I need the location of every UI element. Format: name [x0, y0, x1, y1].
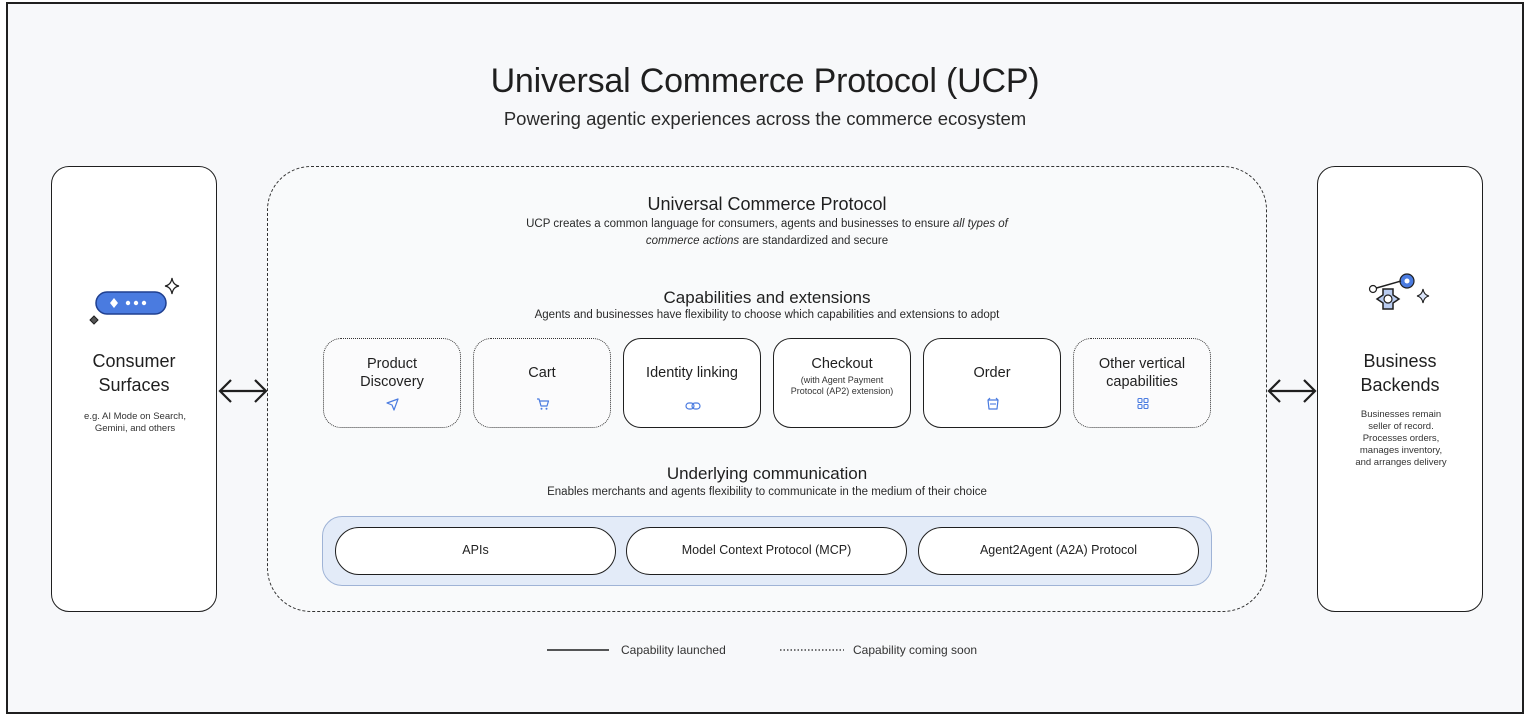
- capability-cart: Cart: [473, 338, 611, 428]
- capability-note-line: Protocol (AP2) extension): [790, 386, 894, 396]
- chat-bubble-sparkle-icon: [89, 277, 180, 325]
- business-desc-line: Businesses remain: [1360, 409, 1442, 420]
- consumer-title-line2: Surfaces: [98, 375, 170, 395]
- communication-title: Underlying communication: [666, 464, 868, 483]
- order-icon: [987, 397, 999, 410]
- capability-identity-linking: Identity linking: [623, 338, 761, 428]
- capability-label-line1: Product: [367, 356, 417, 372]
- page-subtitle: Powering agentic experiences across the …: [503, 108, 1027, 129]
- capability-label-line1: Checkout: [811, 356, 873, 372]
- communication-desc: Enables merchants and agents flexibility…: [547, 486, 987, 498]
- capability-label-line1: Identity linking: [646, 365, 738, 381]
- communication-apis: APIs: [335, 527, 616, 575]
- business-desc-line: Processes orders,: [1362, 433, 1440, 444]
- capability-other-vertical: Other vertical capabilities: [1073, 338, 1211, 428]
- capability-label-line1: Order: [973, 365, 1011, 381]
- legend-solid-line: [547, 649, 609, 651]
- business-desc-line: and arranges delivery: [1355, 457, 1447, 468]
- business-desc-line: seller of record.: [1368, 421, 1434, 432]
- link-icon: [685, 402, 701, 410]
- consumer-title-line1: Consumer: [92, 351, 176, 371]
- legend-launched-label: Capability launched: [621, 643, 726, 657]
- consumer-desc-line1: e.g. AI Mode on Search,: [84, 411, 186, 422]
- legend-coming-soon-label: Capability coming soon: [853, 643, 978, 657]
- capability-checkout: Checkout (with Agent Payment Protocol (A…: [773, 338, 911, 428]
- legend-dotted-line: [780, 649, 844, 651]
- communication-mcp: Model Context Protocol (MCP): [626, 527, 907, 575]
- business-title-line2: Backends: [1360, 375, 1440, 395]
- send-icon: [386, 398, 399, 411]
- protocol-desc-line1: UCP creates a common language for consum…: [526, 218, 1008, 230]
- protocol-title: Universal Commerce Protocol: [647, 194, 887, 214]
- business-desc-line: manages inventory,: [1359, 445, 1443, 456]
- capability-product-discovery: Product Discovery: [323, 338, 461, 428]
- consumer-desc-line2: Gemini, and others: [94, 423, 176, 434]
- capabilities-desc: Agents and businesses have flexibility t…: [534, 309, 1000, 321]
- gears-sparkle-icon: [1368, 273, 1430, 310]
- capability-label-line1: Cart: [528, 365, 556, 381]
- capability-label-line2: Discovery: [360, 374, 424, 390]
- communication-a2a: Agent2Agent (A2A) Protocol: [918, 527, 1199, 575]
- capabilities-title: Capabilities and extensions: [663, 288, 871, 307]
- grid-icon: [1137, 397, 1149, 410]
- cart-icon: [537, 398, 550, 410]
- business-title-line1: Business: [1363, 351, 1437, 371]
- right-bidirectional-arrow-icon: [1267, 379, 1317, 403]
- capability-label-line1: Other vertical: [1098, 356, 1186, 372]
- consumer-surfaces-card: Consumer Surfaces e.g. AI Mode on Search…: [51, 166, 217, 612]
- page-title: Universal Commerce Protocol (UCP): [490, 62, 1040, 100]
- capability-label-line2: capabilities: [1106, 374, 1178, 390]
- capability-order: Order: [923, 338, 1061, 428]
- business-backends-card: Business Backends Businesses remain sell…: [1317, 166, 1483, 612]
- protocol-desc-line2: commerce actions are standardized and se…: [645, 235, 889, 247]
- left-bidirectional-arrow-icon: [218, 379, 268, 403]
- capability-note-line: (with Agent Payment: [800, 375, 884, 385]
